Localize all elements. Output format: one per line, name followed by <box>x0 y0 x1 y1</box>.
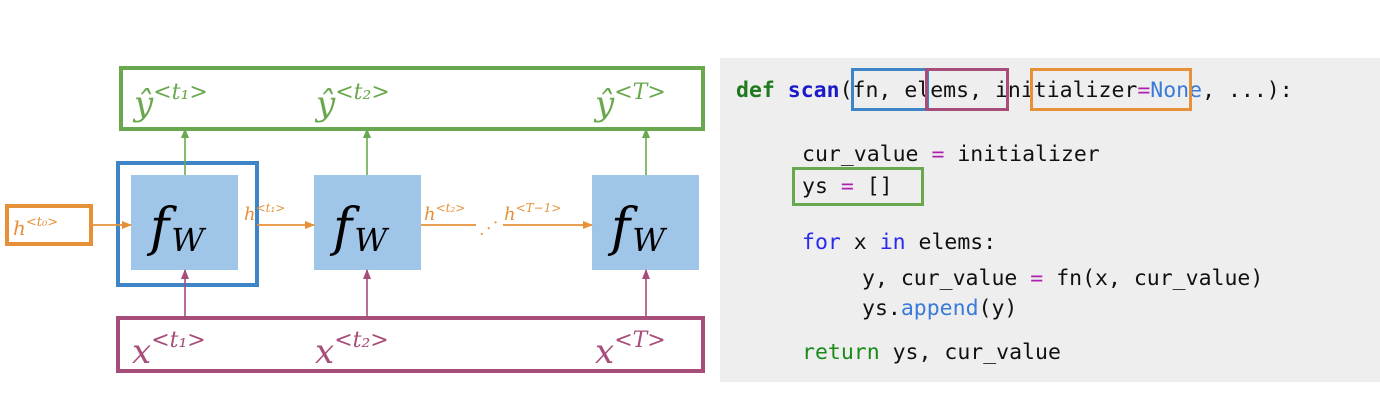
ys-object: ys. <box>862 296 901 321</box>
return-keyword: return <box>802 340 880 365</box>
empty-list: [] <box>866 174 893 199</box>
code-line-fn-call: y, cur_value = fn(x, cur_value) <box>862 266 1263 292</box>
arg-fn: fn, <box>852 78 892 103</box>
input-label-1: x<t₁> <box>132 328 206 372</box>
hidden-label-1: h<t₁> <box>244 201 285 225</box>
none-literal: None <box>1150 78 1203 103</box>
input-label-2: x<t₂> <box>315 328 389 372</box>
open-paren: ( <box>839 78 853 103</box>
cell-1 <box>131 175 238 270</box>
initializer-value: initializer <box>957 142 1100 167</box>
fn-call: fn(x, cur_value) <box>1056 266 1264 291</box>
assign-op: = <box>1017 266 1057 291</box>
def-keyword: def <box>736 78 775 103</box>
input-label-3: x<T> <box>595 328 666 372</box>
loop-var: x <box>840 230 880 255</box>
outputs-box <box>119 66 705 131</box>
ys-highlight-box <box>792 167 924 206</box>
assign-op: = <box>827 174 867 199</box>
signature-rest: , ...): <box>1202 78 1293 103</box>
code-line-return: return ys, cur_value <box>802 340 1061 366</box>
function-name: scan <box>787 78 840 103</box>
output-label-1: ŷ<t₁> <box>132 80 208 124</box>
ellipsis: . . . <box>470 209 500 239</box>
cur-value-var: cur_value <box>802 142 919 167</box>
initial-state-label: h<t₀> <box>13 215 58 240</box>
assign-targets: y, cur_value <box>862 266 1018 291</box>
output-label-3: ŷ<T> <box>593 80 666 124</box>
comma: , <box>969 78 995 103</box>
append-method: append <box>900 296 979 321</box>
code-line-for: for x in elems: <box>802 230 996 256</box>
code-panel: def scan(fn, elems, initializer=None, ..… <box>720 58 1380 382</box>
cell-2 <box>314 175 421 270</box>
arg-elems: elems <box>904 78 970 103</box>
in-keyword: in <box>879 230 906 255</box>
return-values: ys, cur_value <box>879 340 1061 365</box>
loop-iterable: elems: <box>905 230 997 255</box>
output-label-2: ŷ<t₂> <box>314 80 390 124</box>
append-arg: (y) <box>978 296 1018 321</box>
assign-op: = <box>918 142 958 167</box>
cell-label-3: fW <box>607 198 668 259</box>
code-line-append: ys.append(y) <box>862 296 1017 322</box>
hidden-label-3: h<T−1> <box>504 201 561 225</box>
rnn-scan-diagram: ŷ<t₁> ŷ<t₂> ŷ<T> fW fW fW x<t₁> x<t₂> x<… <box>5 66 705 373</box>
elems-highlight-box <box>925 68 1009 111</box>
inputs-box <box>116 316 705 373</box>
fn-highlight-box <box>851 68 929 111</box>
code-line-cur-value: cur_value = initializer <box>802 142 1100 168</box>
initializer-highlight-box <box>1030 68 1192 111</box>
cell-3 <box>592 175 699 270</box>
code-line-ys: ys = [] <box>802 174 893 200</box>
arg-initializer: initializer <box>994 78 1138 103</box>
ys-var: ys <box>802 174 828 199</box>
default-eq: = <box>1137 78 1151 103</box>
cell-1-highlight <box>116 161 259 287</box>
hidden-label-2: h<t₂> <box>424 201 465 225</box>
for-keyword: for <box>802 230 841 255</box>
code-line-signature: def scan(fn, elems, initializer=None, ..… <box>736 78 1293 104</box>
